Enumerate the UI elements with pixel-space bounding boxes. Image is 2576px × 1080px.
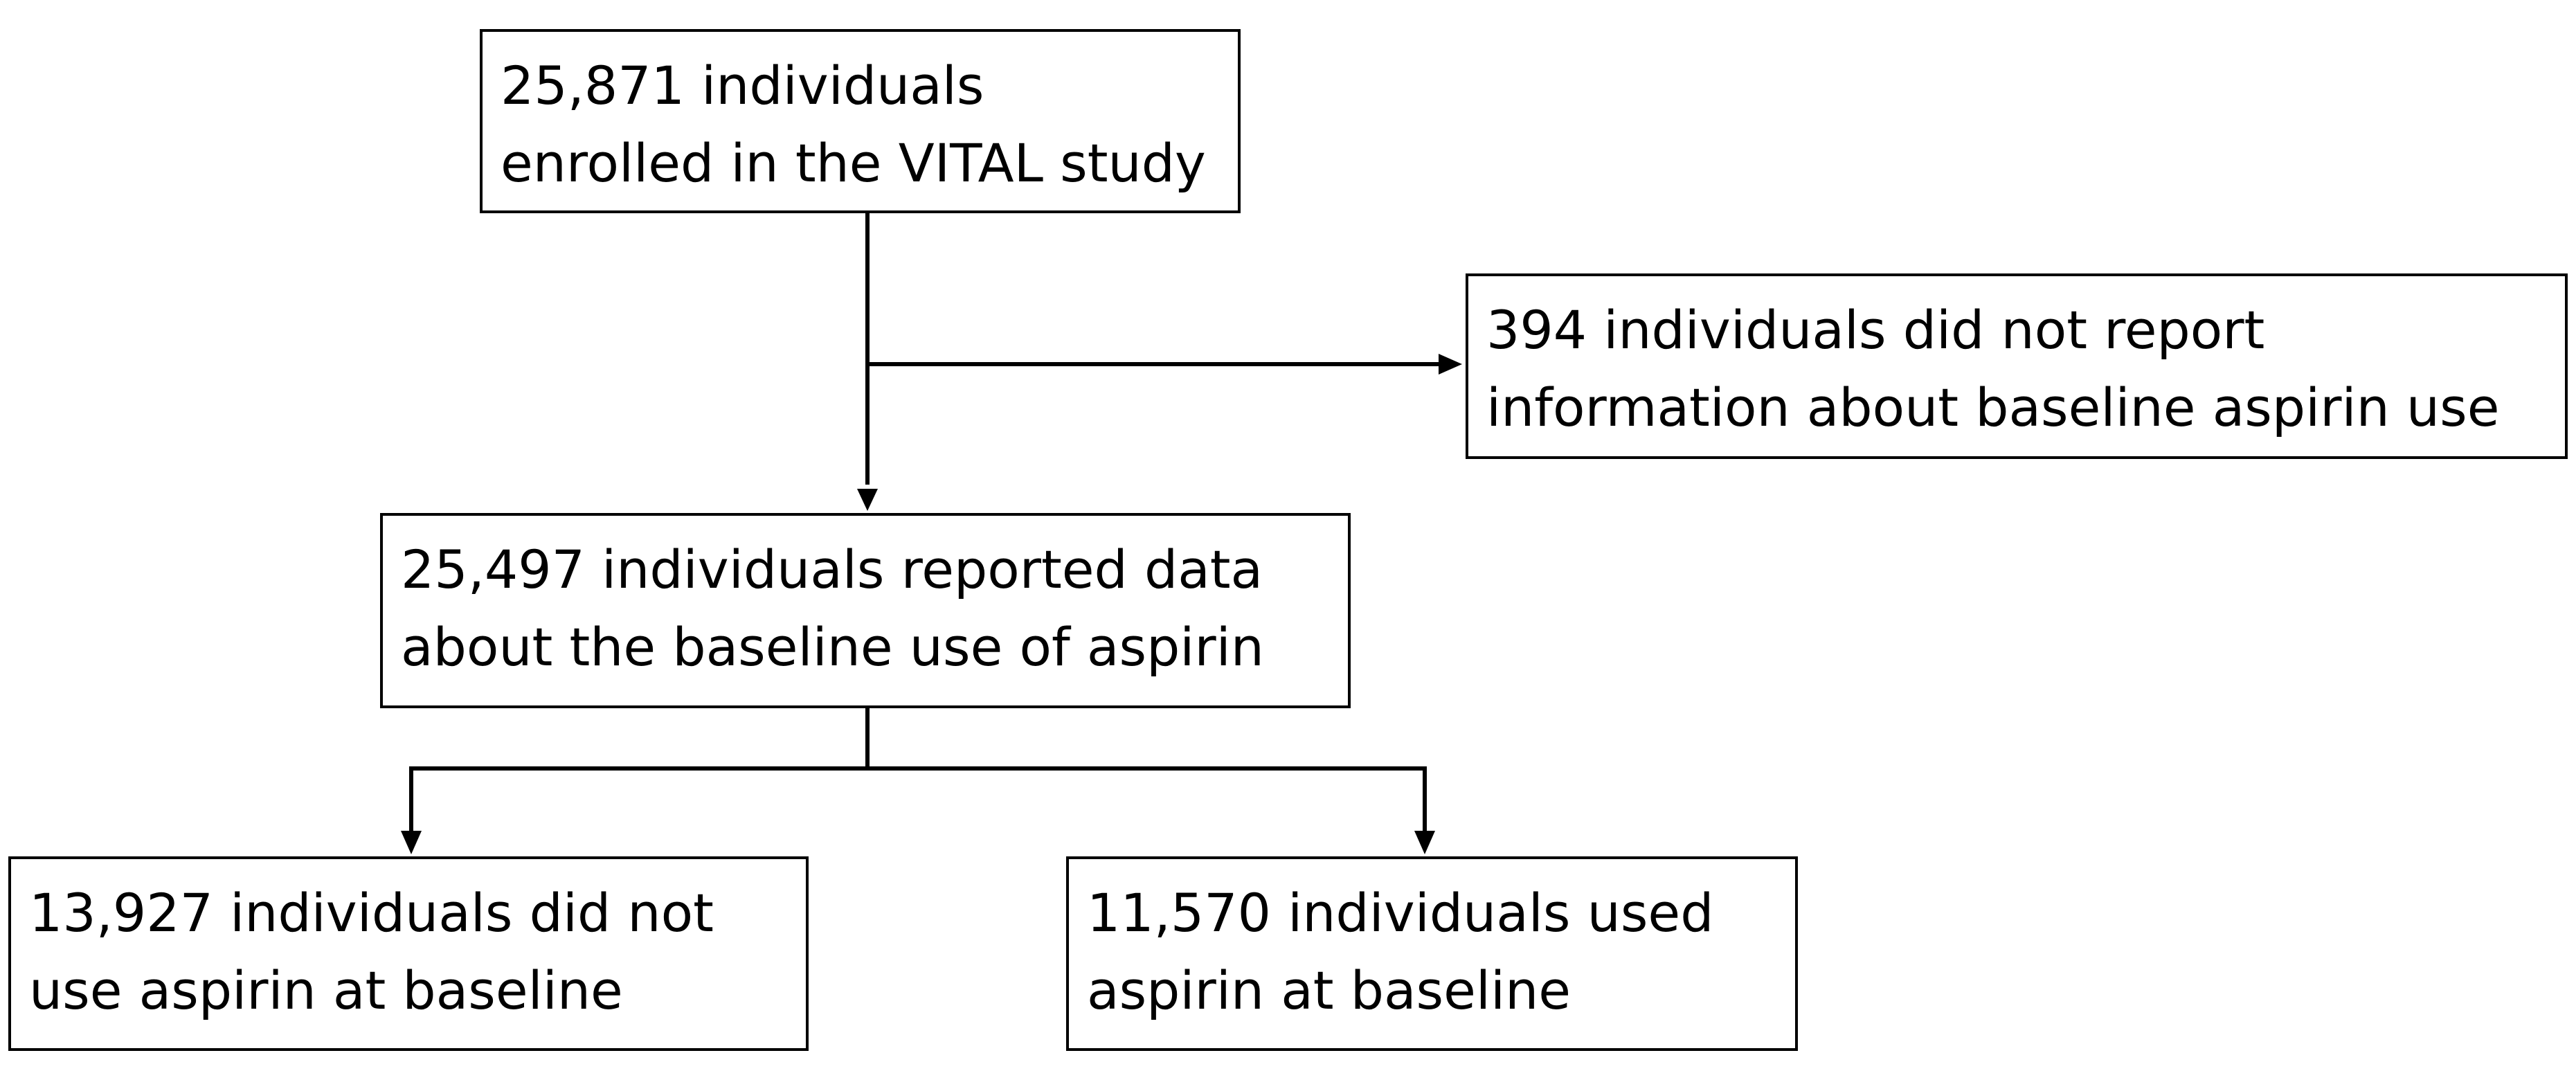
excluded-line1: 394 individuals did not report [1486, 299, 2265, 361]
users-line2: aspirin at baseline [1087, 960, 1571, 1021]
non-users-line1: 13,927 individuals did not [29, 882, 714, 944]
trunk-arrowhead [857, 489, 878, 511]
non-users-box: 13,927 individuals did not use aspirin a… [8, 856, 809, 1051]
reported-line1: 25,497 individuals reported data [401, 539, 1263, 600]
users-arrowhead [1414, 831, 1435, 854]
exclusion-arrowhead [1439, 354, 1462, 375]
non-users-line2: use aspirin at baseline [29, 960, 623, 1021]
users-box: 11,570 individuals used aspirin at basel… [1066, 856, 1798, 1051]
excluded-line2: information about baseline aspirin use [1486, 377, 2500, 438]
non-users-arrowhead [401, 831, 422, 854]
excluded-box: 394 individuals did not report informati… [1466, 273, 2568, 459]
enrolled-line2: enrolled in the VITAL study [501, 132, 1206, 194]
enrolled-line1: 25,871 individuals [501, 55, 984, 116]
reported-box: 25,497 individuals reported data about t… [380, 513, 1351, 708]
users-line1: 11,570 individuals used [1087, 882, 1714, 944]
enrolled-box: 25,871 individuals enrolled in the VITAL… [480, 29, 1241, 213]
reported-line2: about the baseline use of aspirin [401, 616, 1264, 678]
